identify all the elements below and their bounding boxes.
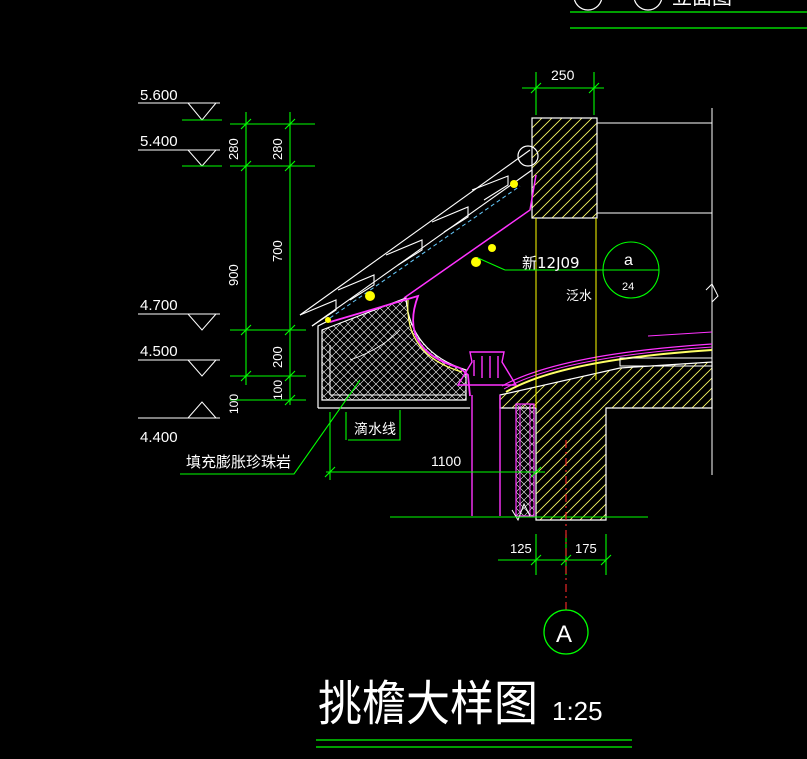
axis-bubble bbox=[543, 609, 589, 655]
dim-280-a: 280 bbox=[226, 138, 241, 160]
drawing-title: 挑檐大样图 bbox=[318, 676, 538, 732]
leaders bbox=[180, 379, 401, 475]
membrane-line bbox=[329, 294, 471, 397]
title-underline bbox=[316, 739, 632, 748]
detail-reference bbox=[477, 241, 660, 299]
rain-outlet bbox=[456, 351, 518, 386]
dim-100-a: 100 bbox=[227, 394, 241, 414]
top-fragment: 立面图 bbox=[570, 0, 807, 29]
dim-200: 200 bbox=[270, 346, 285, 368]
ridge-fixing bbox=[517, 145, 539, 167]
elevation-5600: 5.600 bbox=[140, 87, 178, 104]
elevation-5400: 5.400 bbox=[140, 133, 178, 150]
fixings bbox=[325, 180, 518, 323]
dim-250: 250 bbox=[551, 67, 575, 83]
drawing-scale: 1:25 bbox=[552, 696, 603, 726]
break-mark bbox=[511, 502, 531, 522]
rain-pipe bbox=[471, 395, 501, 516]
wall-insulation bbox=[515, 403, 535, 517]
detail-letter: a bbox=[624, 252, 633, 269]
fill-label: 填充膨胀珍珠岩 bbox=[186, 453, 291, 471]
membrane-line-outer bbox=[403, 174, 537, 299]
elevation-4500: 4.500 bbox=[140, 343, 178, 360]
gutter-body bbox=[317, 297, 470, 409]
dimension-chains bbox=[230, 112, 315, 406]
membrane-line-gutter bbox=[407, 299, 463, 373]
dim-900: 900 bbox=[226, 264, 241, 286]
dim-280-b: 280 bbox=[270, 138, 285, 160]
roof-slab bbox=[499, 331, 713, 521]
standard-ref: 新12J09 bbox=[522, 254, 580, 272]
drip-line-label: 滴水线 bbox=[354, 421, 396, 438]
parapet-wall bbox=[531, 108, 719, 475]
construction-lines bbox=[535, 218, 597, 408]
dim-700: 700 bbox=[270, 240, 285, 262]
dim-175: 175 bbox=[575, 541, 597, 556]
flashing-label: 泛水 bbox=[566, 289, 592, 304]
top-fragment-text: 立面图 bbox=[672, 0, 732, 9]
elevation-markers bbox=[138, 102, 222, 419]
roof-tiles bbox=[299, 149, 533, 327]
dim-1100: 1100 bbox=[431, 453, 461, 469]
detail-sheet: 24 bbox=[622, 281, 634, 293]
dim-125: 125 bbox=[510, 541, 532, 556]
roof-batten bbox=[329, 185, 521, 319]
top-dimension bbox=[522, 72, 604, 115]
elevation-4700: 4.700 bbox=[140, 297, 178, 314]
elevation-4400: 4.400 bbox=[140, 429, 178, 446]
dim-100-b: 100 bbox=[271, 380, 285, 400]
axis-label: A bbox=[556, 621, 572, 648]
